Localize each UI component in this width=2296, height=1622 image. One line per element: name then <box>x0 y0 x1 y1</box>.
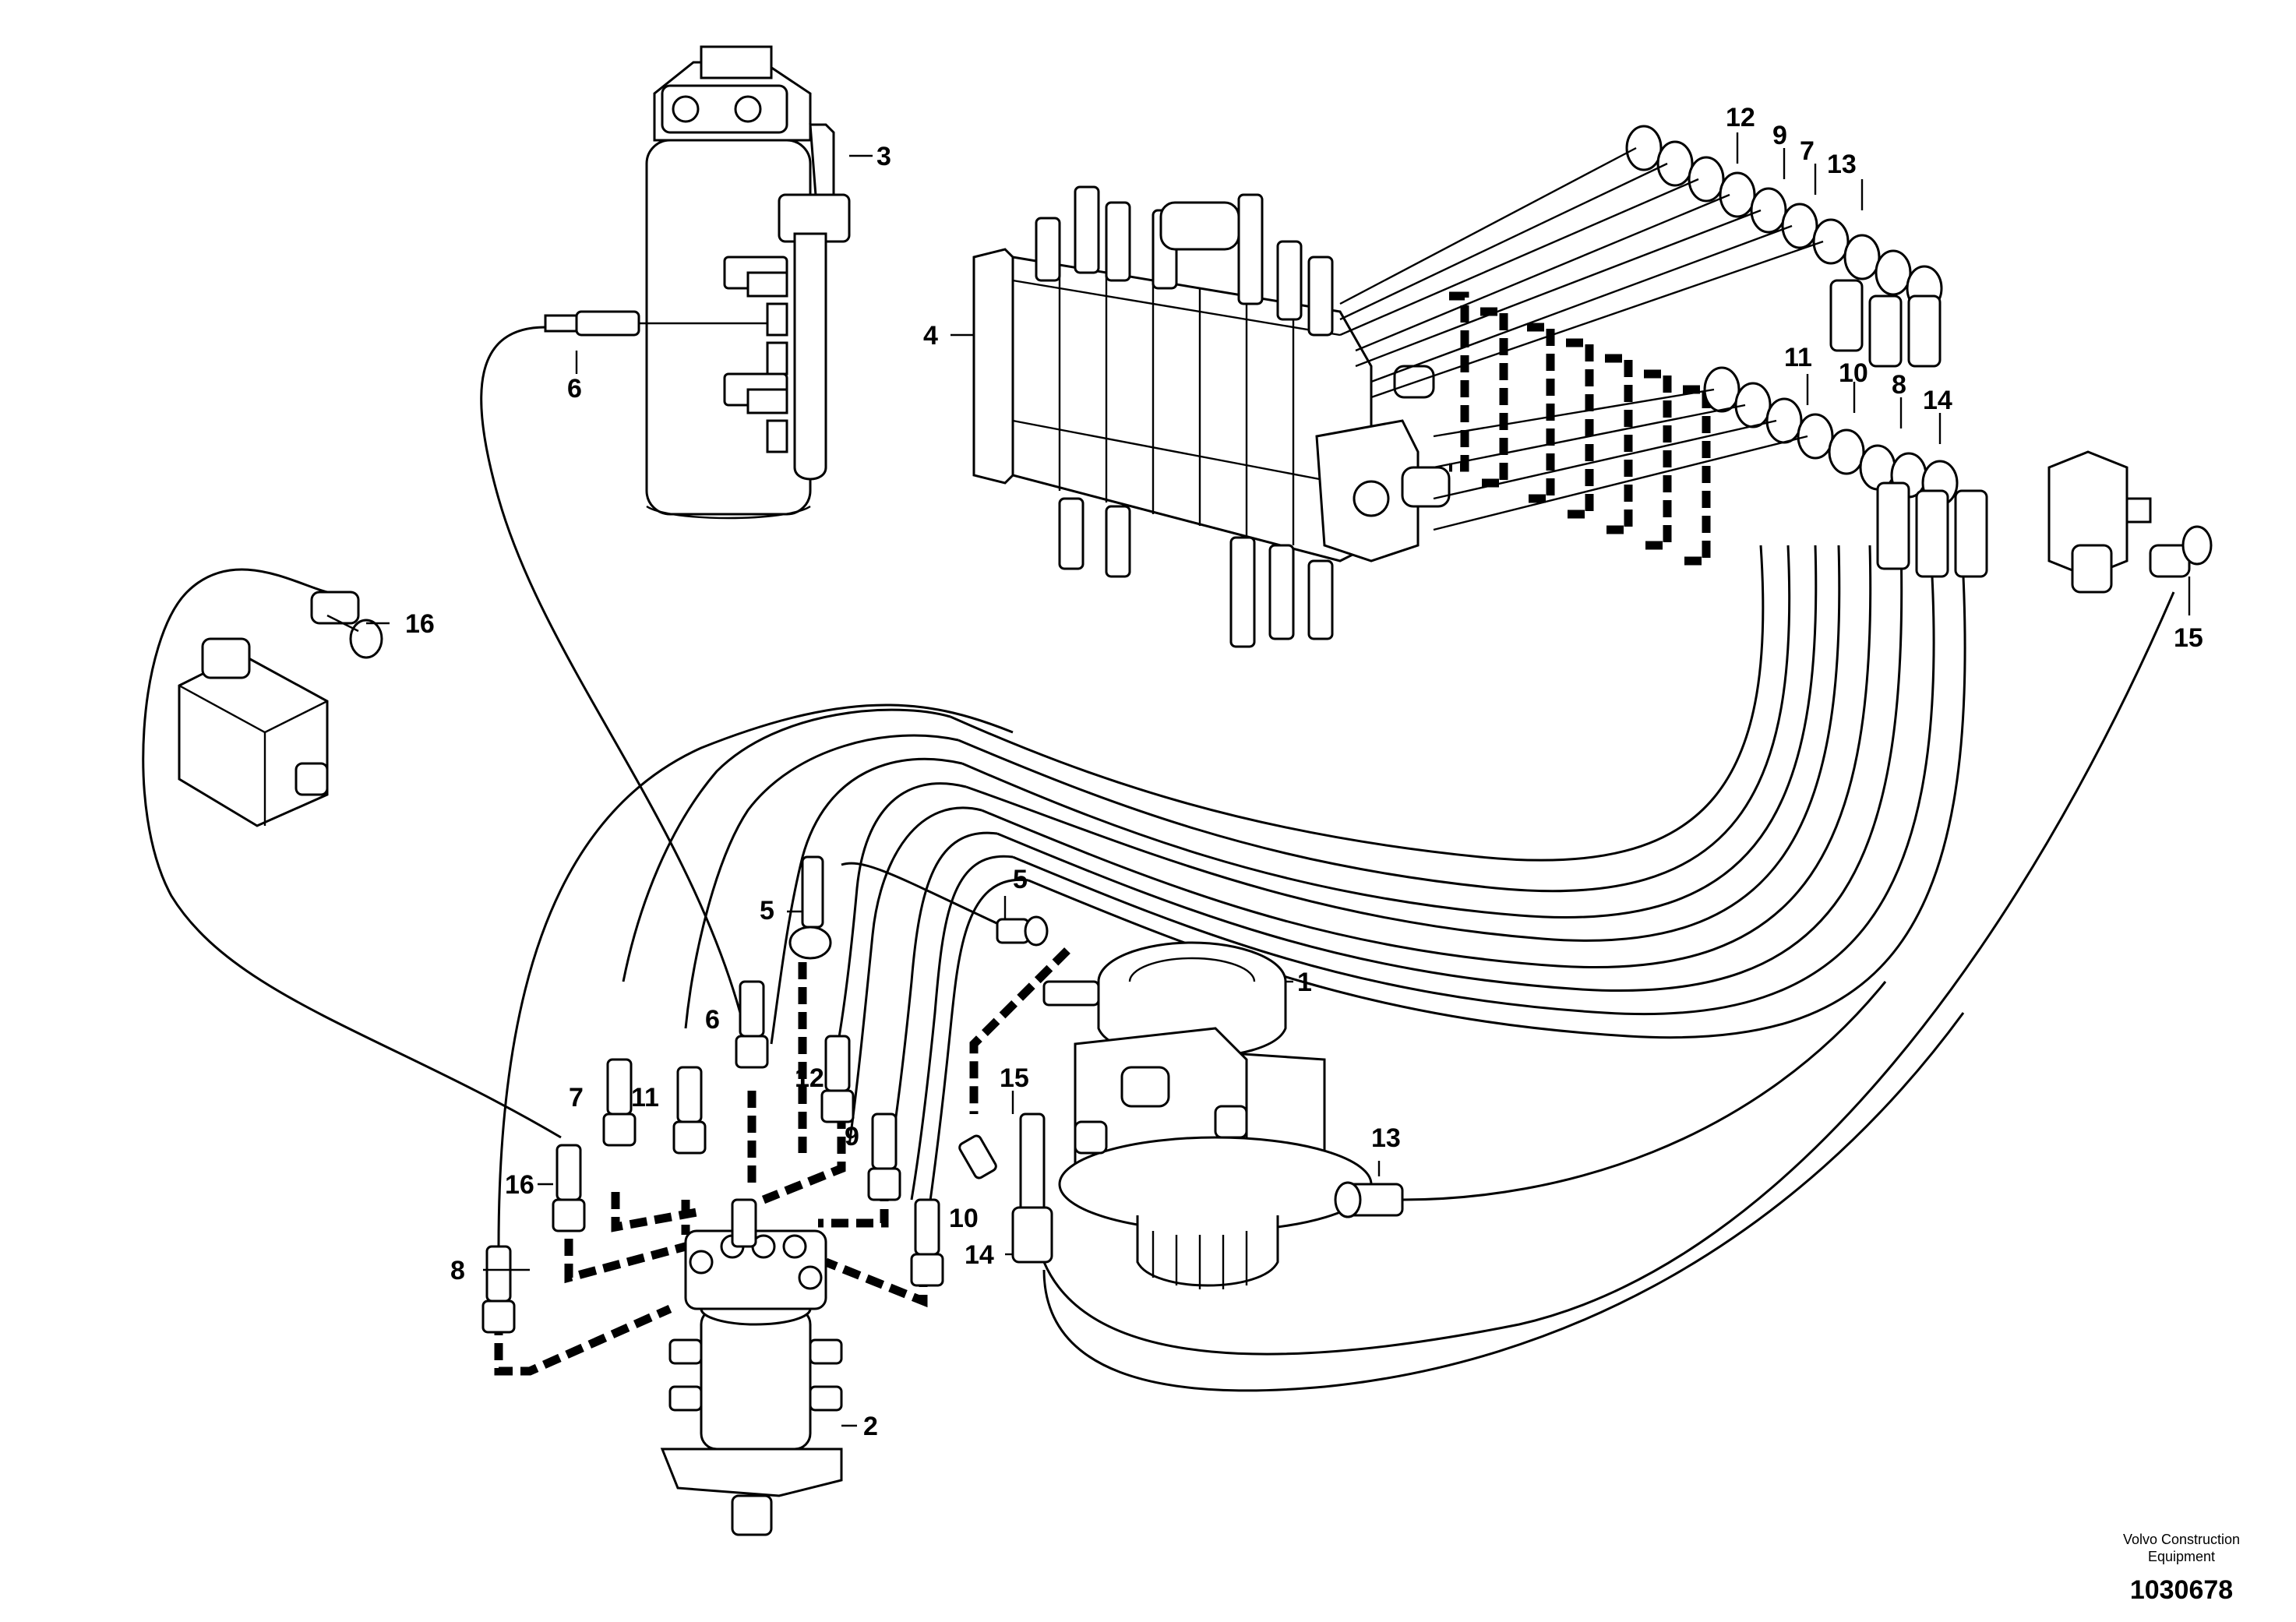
callout-2: 2 <box>863 1412 878 1441</box>
callout-10-top: 10 <box>1839 358 1868 388</box>
swivel-joint <box>660 1198 843 1536</box>
callout-5-left: 5 <box>760 896 774 926</box>
callout-7-top: 7 <box>1800 136 1815 166</box>
callout-8-bottom: 8 <box>450 1256 465 1285</box>
swing-motor <box>1042 941 1404 1289</box>
callout-6-bottom: 6 <box>705 1005 720 1035</box>
oil-filter <box>544 45 851 520</box>
callout-11-top: 11 <box>1784 343 1812 372</box>
callout-13-top: 13 <box>1827 150 1857 179</box>
callout-11-bottom: 11 <box>631 1083 659 1112</box>
callout-4: 4 <box>923 321 938 351</box>
callout-15-bottom: 15 <box>1000 1063 1029 1093</box>
top-hose-fittings <box>1339 125 1943 399</box>
fittings <box>481 855 1053 1334</box>
callout-16-top: 16 <box>405 609 435 639</box>
callout-15-top: 15 <box>2174 623 2203 653</box>
footer: Volvo Construction Equipment 1030678 <box>2123 1532 2240 1605</box>
callout-5-right: 5 <box>1013 865 1028 894</box>
callout-7-bottom: 7 <box>569 1083 584 1112</box>
callout-labels: 1 2 3 4 5 5 6 6 7 7 8 8 9 9 10 10 11 11 … <box>405 103 2203 1441</box>
callout-10-bottom: 10 <box>949 1204 979 1233</box>
callout-12-top: 12 <box>1726 103 1755 132</box>
callout-14-top: 14 <box>1923 386 1952 415</box>
brand-line-2: Equipment <box>2148 1549 2215 1564</box>
callout-6-top: 6 <box>567 374 582 404</box>
brand-line-1: Volvo Construction <box>2123 1532 2240 1547</box>
callout-1: 1 <box>1297 968 1312 997</box>
lower-hose-fittings <box>1433 366 1988 578</box>
callout-3: 3 <box>876 142 891 171</box>
valve-block-left <box>178 591 383 827</box>
callout-9-top: 9 <box>1772 121 1787 150</box>
control-valve <box>972 125 1988 648</box>
solenoid-valve-right <box>2047 450 2213 594</box>
callout-leaders <box>366 132 2191 1427</box>
callout-8-top: 8 <box>1892 370 1906 400</box>
callout-9-bottom: 9 <box>845 1122 859 1151</box>
callout-14-bottom: 14 <box>965 1240 994 1270</box>
callout-13-bottom: 13 <box>1371 1123 1401 1153</box>
part-number: 1030678 <box>2130 1575 2233 1605</box>
callout-12-bottom: 12 <box>795 1063 824 1093</box>
callout-16-bottom: 16 <box>505 1170 534 1200</box>
